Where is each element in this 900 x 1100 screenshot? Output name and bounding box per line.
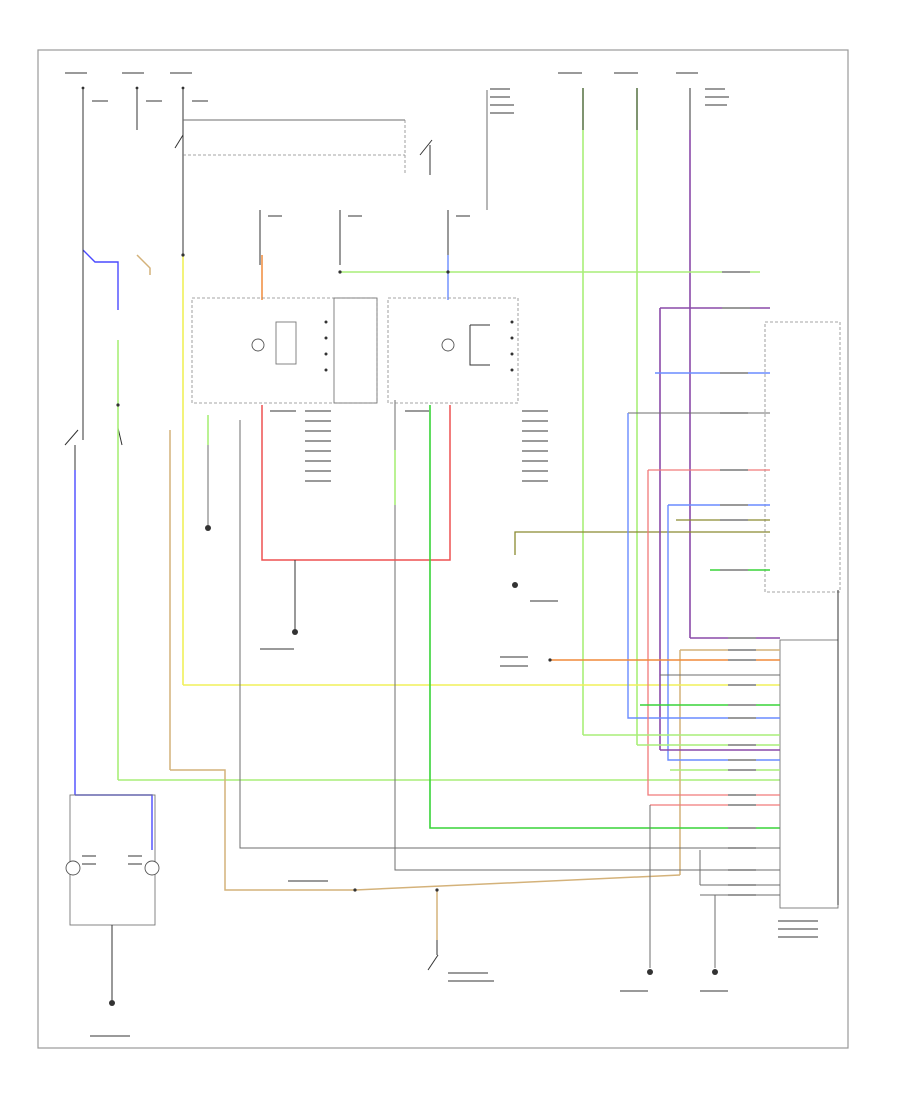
wire-green-long	[429, 405, 780, 829]
fuse-tap-left-3	[181, 86, 185, 255]
left-switch-blade	[64, 429, 79, 446]
ground-symbol-1	[205, 525, 211, 531]
splice-dots	[116, 253, 552, 892]
right-lamp-bulb	[144, 860, 160, 876]
right-connector-block	[779, 639, 839, 909]
wire-lamp-blue	[75, 794, 153, 850]
right-switch-panel	[764, 321, 841, 593]
wire-gray-long-2	[394, 400, 780, 871]
ground-symbol-4	[647, 969, 653, 975]
top-switch-blade	[419, 139, 433, 156]
right-relay-indicator	[441, 338, 455, 352]
wire-gray-long-1	[239, 420, 780, 849]
fuse-tap-left-1	[81, 86, 85, 250]
ground-symbol-3	[512, 582, 518, 588]
label-marks	[65, 72, 818, 1037]
wire-tan-right	[354, 874, 681, 891]
bottom-switch-blade	[427, 954, 439, 971]
right-relay-box	[387, 297, 519, 404]
wire-tan-top	[136, 254, 151, 275]
wire-red-loop	[261, 405, 451, 561]
left-relay-block	[333, 297, 378, 404]
wire-olive	[514, 531, 770, 555]
wire-blue-route	[627, 413, 780, 719]
right-relay-pins	[510, 320, 514, 372]
ign-switch-blade	[174, 134, 184, 149]
headlamp-box	[69, 794, 156, 926]
wire-left-blue-top	[82, 249, 119, 310]
fuse-tap-left-2	[135, 86, 139, 130]
wire-blue-route-2	[667, 505, 780, 761]
left-relay-indicator	[251, 338, 265, 352]
left-lamp-bulb	[65, 860, 81, 876]
left-relay-box	[191, 297, 378, 404]
wire-tan-route	[170, 769, 355, 891]
left-relay-pins	[324, 320, 328, 372]
ground-symbol-5	[712, 969, 718, 975]
ground-symbol-6	[109, 1000, 115, 1006]
right-relay-coil	[469, 324, 490, 366]
diagram-border	[37, 49, 849, 1049]
left-relay-coil	[275, 321, 297, 365]
ground-symbol-2	[292, 629, 298, 635]
